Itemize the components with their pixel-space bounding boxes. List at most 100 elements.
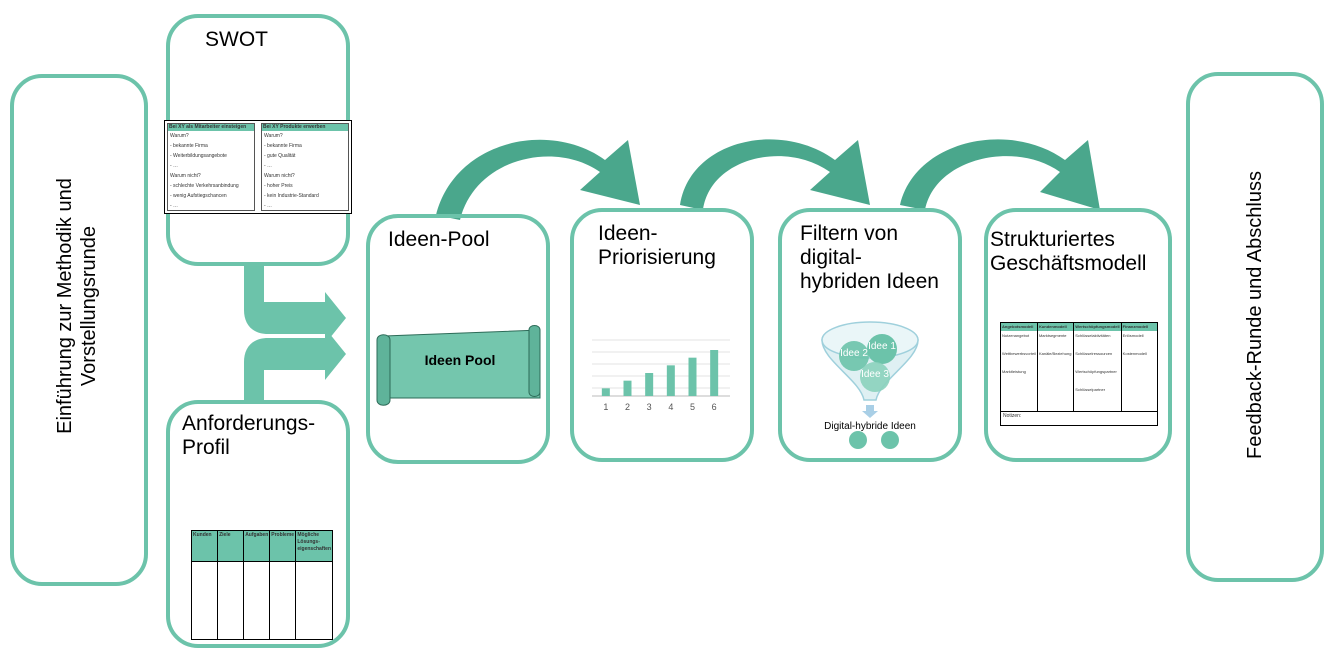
- prio-bar: [710, 350, 719, 396]
- prio-tick-label: 4: [668, 402, 673, 412]
- geschaeftsmodell-item: Marktsegmente: [1038, 333, 1067, 338]
- swot-right-line: - hoher Preis: [264, 183, 293, 189]
- prio-bar: [601, 388, 610, 396]
- bubble-label-1: Idee 1: [868, 341, 896, 352]
- geschaeftsmodell-title: Strukturiertes Geschäftsmodell: [990, 228, 1146, 276]
- swot-left-line: Warum?: [170, 133, 189, 139]
- anforderung-column: Ziele: [218, 531, 245, 639]
- priorisierung-title-line2: Priorisierung: [598, 246, 716, 269]
- geschaeftsmodell-column-header: Finanzmodell: [1121, 323, 1158, 331]
- idee-bubble-2: [839, 341, 869, 371]
- anforderung-column-header: Mögliche Lösungs-eigenschaften: [296, 531, 332, 562]
- prio-bar: [623, 380, 632, 396]
- swot-left-line: - …: [170, 163, 179, 169]
- swot-left-line: - schlechte Verkehrsanbindung: [170, 183, 239, 189]
- filtern-title: Filtern von digital- hybriden Ideen: [800, 222, 939, 294]
- anforderung-title-line2: Profil: [182, 436, 230, 459]
- filtern-title-line2: digital-: [800, 246, 862, 269]
- swot-left-col: Bei XY als Mitarbeiter einsteigen Warum?…: [167, 123, 255, 211]
- swot-right-line: - bekannte Firma: [264, 143, 302, 149]
- ideen-pool-scroll-label: Ideen Pool: [424, 352, 496, 368]
- anforderung-column-header: Ziele: [218, 531, 244, 562]
- prio-tick-label: 5: [690, 402, 695, 412]
- anforderung-column: Kunden: [192, 531, 219, 639]
- output-circle-1: [849, 431, 867, 449]
- feedback-label: Feedback-Runde und Abschluss: [1244, 171, 1266, 459]
- swot-left-header: Bei XY als Mitarbeiter einsteigen: [168, 124, 254, 131]
- curved-arrow-3: [900, 139, 1100, 210]
- swot-right-line: - …: [264, 203, 273, 209]
- prio-tick-label: 6: [712, 402, 717, 412]
- ideen-pool-title: Ideen-Pool: [388, 228, 490, 251]
- geschaeftsmodell-item: Kostenmodell: [1122, 351, 1147, 356]
- swot-right-line: - gute Qualität: [264, 153, 296, 159]
- bubble-label-2: Idee 2: [840, 348, 868, 359]
- swot-title: SWOT: [205, 28, 268, 51]
- geschaeftsmodell-item: Erlösmodell: [1122, 333, 1144, 338]
- prio-tick-label: 3: [647, 402, 652, 412]
- priorisierung-box: [570, 208, 754, 462]
- prio-bar: [666, 365, 675, 396]
- geschaeftsmodell-item: Wettbewerbsvorteil: [1002, 351, 1036, 356]
- filter-funnel: [821, 321, 919, 449]
- geschaeftsmodell-title-line1: Strukturiertes: [990, 228, 1115, 251]
- prio-bar: [645, 373, 654, 396]
- swot-right-lines: Warum?- bekannte Firma- gute Qualität- ……: [262, 131, 348, 215]
- idee-bubble-3: [860, 362, 890, 392]
- ideen-pool-box: [366, 214, 550, 464]
- geschaeftsmodell-title-line2: Geschäftsmodell: [990, 252, 1147, 275]
- anforderung-column: Mögliche Lösungs-eigenschaften: [296, 531, 332, 639]
- swot-left-lines: Warum? - bekannte Firma - Weiterbildungsan…: [168, 131, 254, 215]
- curved-arrow-1: [436, 139, 640, 220]
- anforderung-column-header: Probleme: [270, 531, 296, 562]
- bubble-label-3: Idee 3: [861, 369, 889, 380]
- swot-left-line: - wenig Aufstiegschancen: [170, 193, 227, 199]
- geschaeftsmodell-column-header: Kundenmodell: [1037, 323, 1074, 331]
- feedback-box: [1186, 72, 1324, 582]
- swot-right-line: - …: [264, 163, 273, 169]
- prio-tick-label: 1: [603, 402, 608, 412]
- ideen-pool-scroll: [376, 325, 541, 406]
- geschaeftsmodell-item: Schlüsselressourcen: [1075, 351, 1113, 356]
- swot-right-line: Warum nicht?: [264, 173, 295, 179]
- swot-left-line: Warum nicht?: [170, 173, 201, 179]
- anforderung-column: Aufgaben: [244, 531, 271, 639]
- geschaeftsmodell-box: [984, 208, 1172, 462]
- arrow-swot-to-pool: [244, 266, 346, 344]
- filtern-box: [778, 208, 962, 462]
- geschaeftsmodell-column-header: Wertschöpfungsmodell: [1074, 323, 1121, 331]
- priorisierung-title-line1: Ideen-: [598, 222, 658, 245]
- geschaeftsmodell-footer: Notizen:: [1003, 413, 1022, 419]
- geschaeftsmodell-column-header: Angebotsmodell: [1001, 323, 1037, 331]
- swot-left-line: - …: [170, 203, 179, 209]
- intro-box: [10, 74, 148, 586]
- geschaeftsmodell-item: Nutzenangebot: [1002, 333, 1030, 338]
- geschaeftsmodell-item: Schlüsselaktivitäten: [1075, 333, 1111, 338]
- swot-right-line: - kein Industrie-Standard: [264, 193, 319, 199]
- intro-label-line1: Einführung zur Methodik und: [54, 178, 76, 434]
- swot-left-line: - bekannte Firma: [170, 143, 208, 149]
- anforderung-title: Anforderungs- Profil: [182, 412, 315, 460]
- anforderung-column-header: Aufgaben: [244, 531, 270, 562]
- filtern-title-line3: hybriden Ideen: [800, 270, 939, 293]
- geschaeftsmodell-item: Wertschöpfungspartner: [1075, 369, 1117, 374]
- prio-bar: [688, 357, 697, 396]
- intro-label-line2: Vorstellungsrunde: [78, 225, 100, 387]
- geschaeftsmodell-item: Marktleistung: [1002, 369, 1026, 374]
- anforderung-column: Probleme: [270, 531, 297, 639]
- filter-output-label: Digital-hybride Ideen: [824, 421, 916, 432]
- intro-label: Einführung zur Methodik und Vorstellungs…: [53, 76, 101, 536]
- swot-right-col: Bei XY Produkte erwerben Warum?- bekannt…: [261, 123, 349, 211]
- idee-bubble-1: [867, 334, 897, 364]
- swot-left-line: - Weiterbildungsangebote: [170, 153, 227, 159]
- geschaeftsmodell-item: Kanäle/Beziehung: [1038, 351, 1072, 356]
- geschaeftsmodell-item: Schlüsselpartner: [1075, 387, 1106, 392]
- anforderung-title-line1: Anforderungs-: [182, 412, 316, 435]
